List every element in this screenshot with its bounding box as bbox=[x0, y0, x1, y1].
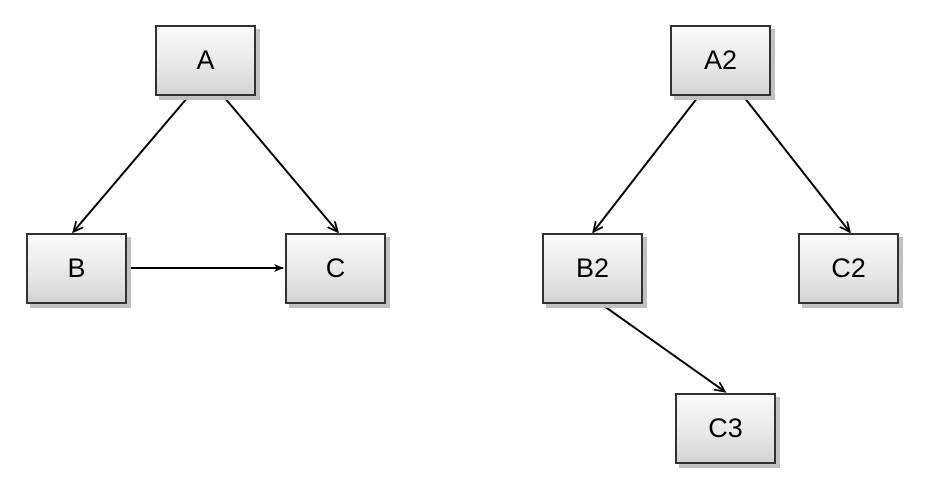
graph-edge-a2-b2 bbox=[594, 96, 699, 231]
graph-node-c2[interactable]: C2 bbox=[798, 233, 899, 304]
graph-edge-a2-c2 bbox=[743, 96, 849, 231]
graph-node-label: C2 bbox=[831, 253, 866, 283]
graph-edge-b2-c3 bbox=[603, 305, 724, 391]
graph-node-a2[interactable]: A2 bbox=[670, 25, 771, 96]
graph-node-label: B bbox=[67, 253, 86, 283]
graph-node-label: B2 bbox=[575, 253, 610, 283]
graph-node-label: A bbox=[196, 45, 215, 75]
graph-node-a[interactable]: A bbox=[155, 25, 256, 96]
graph-edge-a-b bbox=[74, 96, 189, 231]
graph-node-b2[interactable]: B2 bbox=[542, 233, 643, 304]
graph-node-c[interactable]: C bbox=[285, 233, 386, 304]
graph-node-label: C bbox=[325, 253, 346, 283]
edges-group bbox=[74, 96, 849, 391]
graph-edge-a-c bbox=[223, 96, 337, 231]
graph-node-b[interactable]: B bbox=[26, 233, 127, 304]
graph-node-label: C3 bbox=[708, 413, 743, 443]
graph-node-label: A2 bbox=[703, 45, 738, 75]
graph-node-c3[interactable]: C3 bbox=[675, 393, 776, 464]
